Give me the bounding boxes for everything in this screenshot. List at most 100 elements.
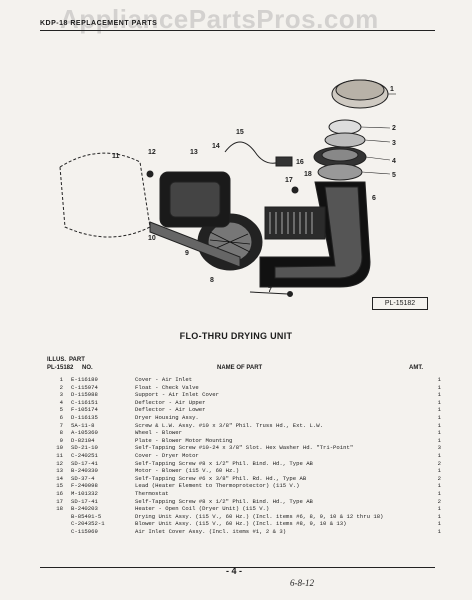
header-plate: PL-15182 bbox=[47, 365, 74, 371]
row-amount: 2 bbox=[437, 474, 441, 482]
row-part-name: Self-Tapping Screw #8 x 1/2" Phil. Bind.… bbox=[135, 459, 313, 467]
table-row: 14 SD-37-4 Self-Tapping Screw #6 x 3/8" Ph… bbox=[47, 475, 442, 483]
row-amount: 1 bbox=[437, 413, 441, 421]
row-amount: 1 bbox=[437, 436, 441, 444]
row-amount: 1 bbox=[437, 391, 441, 399]
row-part-number: D-82104 bbox=[71, 436, 95, 444]
exploded-parts-diagram: 1 2 3 4 5 6 7 8 9 10 11 12 13 14 15 16 1… bbox=[59, 79, 396, 297]
row-part-number: B-85491-5 bbox=[71, 512, 102, 520]
header-amt: AMT. bbox=[409, 365, 423, 371]
parts-table-header: ILLUS. PART PL-15182 NO. NAME OF PART AM… bbox=[47, 357, 437, 371]
screw-7-shape bbox=[287, 291, 293, 297]
row-amount: 1 bbox=[437, 429, 441, 437]
row-illus: 11 bbox=[56, 451, 63, 459]
row-amount: 1 bbox=[437, 512, 441, 520]
row-amount: 1 bbox=[437, 520, 441, 528]
row-amount: 1 bbox=[437, 398, 441, 406]
heater-coil-shape bbox=[264, 206, 326, 240]
table-row: C-115969 Air Inlet Cover Assy. (Incl. ite… bbox=[47, 528, 442, 536]
motor-mounting-plate-shape bbox=[149, 221, 241, 268]
table-row: 18 B-240203 Heater - Open Coil (Dryer Unit… bbox=[47, 505, 442, 513]
row-illus: 15 bbox=[56, 482, 63, 490]
row-part-number: D-116135 bbox=[71, 413, 98, 421]
row-amount: 1 bbox=[437, 467, 441, 475]
row-part-number: B-240203 bbox=[71, 505, 98, 513]
row-amount: 2 bbox=[437, 497, 441, 505]
callout-2: 2 bbox=[392, 125, 396, 132]
diagram-plate-label: PL-15182 bbox=[372, 297, 428, 310]
row-part-name: Self-Tapping Screw #8 x 1/2" Phil. Bind.… bbox=[135, 497, 313, 505]
table-row: 12 SD-17-41 Self-Tapping Screw #8 x 1/2" P… bbox=[47, 460, 442, 468]
row-amount: 1 bbox=[437, 383, 441, 391]
row-part-name: Cover - Air Inlet bbox=[135, 376, 193, 383]
row-part-number: E-116189 bbox=[71, 376, 98, 383]
section-title: FLO-THRU DRYING UNIT bbox=[179, 331, 293, 341]
callout-8: 8 bbox=[210, 277, 214, 284]
table-row: B-85491-5 Drying Unit Assy. (115 V., 60 H… bbox=[47, 513, 442, 521]
row-amount: 1 bbox=[437, 489, 441, 497]
row-part-name: Deflector - Air Upper bbox=[135, 398, 206, 406]
row-illus: 1 bbox=[59, 376, 63, 383]
row-part-name: Drying Unit Assy. (115 V., 60 Hz.) (Incl… bbox=[135, 512, 384, 520]
row-illus: 6 bbox=[59, 413, 63, 421]
row-part-number: 5A-11-8 bbox=[71, 421, 95, 429]
callout-14: 14 bbox=[212, 143, 220, 150]
row-part-name: Float - Check Valve bbox=[135, 383, 199, 391]
row-part-number: SD-37-4 bbox=[71, 474, 95, 482]
check-valve-float-shape bbox=[328, 119, 362, 135]
callout-18: 18 bbox=[304, 171, 312, 178]
row-part-number: SD-17-41 bbox=[71, 459, 98, 467]
row-part-number: C-240251 bbox=[71, 451, 98, 459]
screw-17-shape bbox=[291, 186, 299, 194]
row-amount: 1 bbox=[437, 505, 441, 513]
row-part-name: Thermostat bbox=[135, 489, 169, 497]
row-illus: 18 bbox=[56, 505, 63, 513]
callout-6: 6 bbox=[372, 195, 376, 202]
callout-5: 5 bbox=[392, 172, 396, 179]
table-row: 1 E-116189 Cover - Air Inlet 1 bbox=[47, 376, 442, 384]
row-illus: 7 bbox=[59, 421, 63, 429]
page-number: - 4 - bbox=[226, 566, 243, 576]
thermostat-shape bbox=[275, 156, 293, 167]
row-illus: 13 bbox=[56, 467, 63, 475]
row-illus: 4 bbox=[59, 398, 63, 406]
row-illus: 10 bbox=[56, 444, 63, 452]
row-illus: 14 bbox=[56, 474, 63, 482]
callout-15: 15 bbox=[236, 129, 244, 136]
callout-16: 16 bbox=[296, 159, 304, 166]
row-part-name: Air Inlet Cover Assy. (Incl. items #1, 2… bbox=[135, 527, 287, 535]
row-part-name: Plate - Blower Motor Mounting bbox=[135, 436, 233, 444]
row-amount: 2 bbox=[437, 459, 441, 467]
callout-10: 10 bbox=[148, 235, 156, 242]
row-part-name: Self-Tapping Screw #10-24 x 3/8" Slot. H… bbox=[135, 444, 354, 452]
row-part-name: Self-Tapping Screw #6 x 3/8" Phil. Rd. H… bbox=[135, 474, 307, 482]
callout-3: 3 bbox=[392, 140, 396, 147]
row-part-number: D-115988 bbox=[71, 391, 98, 399]
row-part-name: Heater - Open Coil (Dryer Unit) (115 V.) bbox=[135, 505, 270, 513]
header-no: NO. bbox=[82, 365, 93, 371]
row-part-number: C-115969 bbox=[71, 527, 98, 535]
row-illus: 16 bbox=[56, 489, 63, 497]
callout-17: 17 bbox=[285, 177, 293, 184]
screw-12-shape bbox=[146, 170, 154, 178]
row-illus: 12 bbox=[56, 459, 63, 467]
header-part: PART bbox=[69, 357, 85, 363]
row-amount: 1 bbox=[437, 376, 441, 383]
row-part-number: C-115974 bbox=[71, 383, 98, 391]
row-part-name: Lead (Heater Element to Thermoprotector)… bbox=[135, 482, 300, 490]
row-part-name: Deflector - Air Lower bbox=[135, 406, 206, 414]
